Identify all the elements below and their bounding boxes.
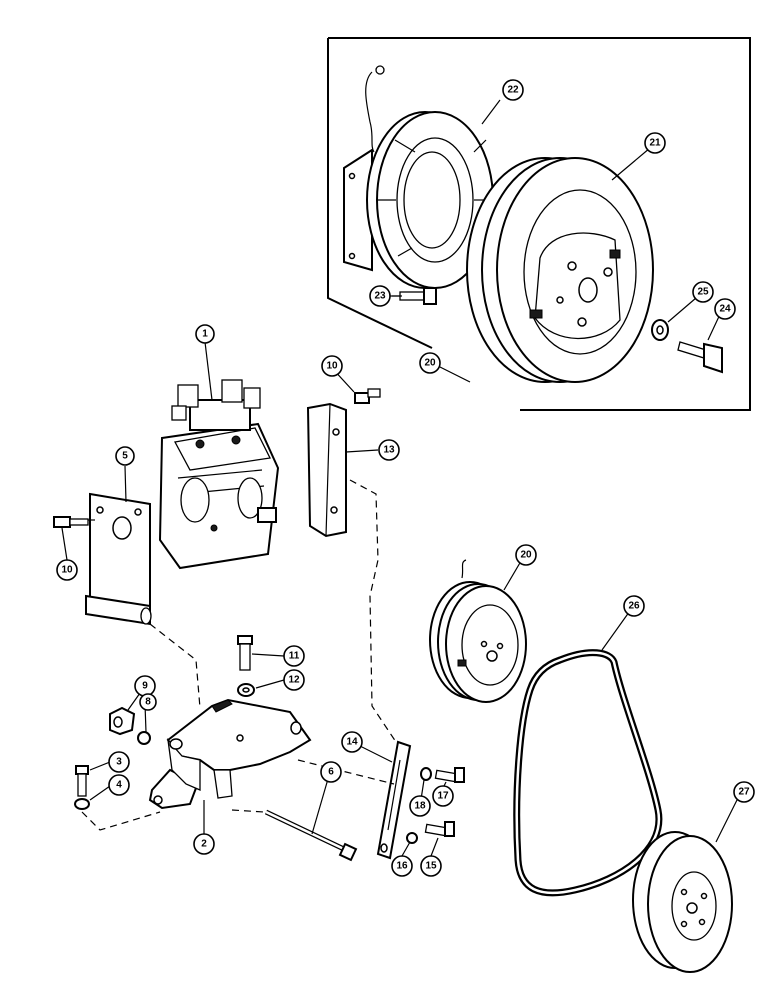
bolt-3	[75, 765, 89, 797]
svg-text:11: 11	[289, 651, 300, 662]
svg-text:22: 22	[507, 85, 519, 96]
clutch-inset-box	[327, 37, 751, 411]
svg-text:4: 4	[116, 780, 122, 791]
clutch-pulley-inset	[466, 157, 654, 383]
clutch-pulley-lower	[429, 559, 527, 703]
svg-text:6: 6	[328, 767, 334, 778]
callout-10-left: 10	[56, 559, 78, 581]
callout-5: 5	[115, 446, 135, 466]
spacer	[109, 706, 136, 736]
svg-text:3: 3	[116, 757, 122, 768]
callout-14: 14	[341, 731, 363, 753]
washer-18	[420, 767, 432, 781]
callout-15: 15	[420, 855, 442, 877]
svg-text:17: 17	[437, 791, 449, 802]
leader-lines	[61, 99, 741, 857]
svg-text:25: 25	[697, 287, 709, 298]
drive-belt	[513, 649, 663, 897]
callout-20-lower: 20	[515, 544, 537, 566]
mounting-plate	[85, 492, 152, 626]
callout-12: 12	[283, 669, 305, 691]
svg-text:9: 9	[142, 681, 148, 692]
adjusting-strap	[376, 740, 412, 860]
svg-text:20: 20	[520, 550, 532, 561]
svg-text:10: 10	[61, 565, 73, 576]
bolt-24	[677, 341, 723, 374]
svg-text:21: 21	[649, 138, 661, 149]
compressor	[158, 379, 280, 570]
callout-20-inset: 20	[419, 352, 441, 374]
svg-text:15: 15	[425, 861, 437, 872]
svg-text:16: 16	[396, 861, 408, 872]
callout-21: 21	[644, 132, 666, 154]
base-bracket	[148, 698, 312, 810]
washer-25	[651, 319, 669, 341]
svg-text:8: 8	[145, 697, 151, 708]
washer-16	[406, 832, 418, 844]
svg-text:26: 26	[628, 601, 640, 612]
callout-1: 1	[195, 324, 215, 344]
field-coil	[343, 65, 494, 289]
svg-text:18: 18	[414, 801, 426, 812]
svg-text:5: 5	[122, 451, 128, 462]
svg-text:23: 23	[374, 291, 386, 302]
long-bolt	[264, 809, 358, 862]
washer-4	[74, 798, 90, 810]
svg-text:24: 24	[719, 304, 731, 315]
svg-text:27: 27	[738, 787, 750, 798]
angle-bracket	[306, 402, 347, 538]
callout-4: 4	[108, 774, 130, 796]
bolt-15	[424, 821, 455, 837]
bolt-10-top	[354, 388, 381, 404]
callout-25: 25	[692, 281, 714, 303]
svg-text:20: 20	[424, 358, 436, 369]
callout-13: 13	[378, 439, 400, 461]
lock-washer-12	[237, 683, 255, 697]
svg-text:10: 10	[326, 361, 338, 372]
callout-10-top: 10	[321, 355, 343, 377]
callout-3: 3	[108, 751, 130, 773]
bolt-11	[237, 635, 253, 671]
crank-pulley	[632, 831, 733, 973]
callout-24: 24	[714, 298, 736, 320]
callout-9: 9	[134, 675, 156, 697]
svg-text:13: 13	[383, 445, 395, 456]
alignment-lines	[81, 479, 397, 831]
callout-6: 6	[320, 761, 342, 783]
callout-26: 26	[623, 595, 645, 617]
svg-text:2: 2	[201, 839, 207, 850]
bolt-10-left	[53, 516, 89, 528]
callout-11: 11	[283, 645, 305, 667]
svg-text:14: 14	[346, 737, 358, 748]
callout-8: 8	[139, 693, 157, 711]
svg-text:12: 12	[288, 675, 300, 686]
callout-18: 18	[409, 795, 431, 817]
washer-8	[137, 731, 151, 745]
callout-2: 2	[193, 833, 215, 855]
svg-text:1: 1	[202, 329, 208, 340]
callout-27: 27	[733, 781, 755, 803]
bolt-17	[434, 767, 465, 783]
callout-16: 16	[391, 855, 413, 877]
callout-23: 23	[369, 285, 391, 307]
callout-17: 17	[432, 785, 454, 807]
callout-22: 22	[502, 79, 524, 101]
